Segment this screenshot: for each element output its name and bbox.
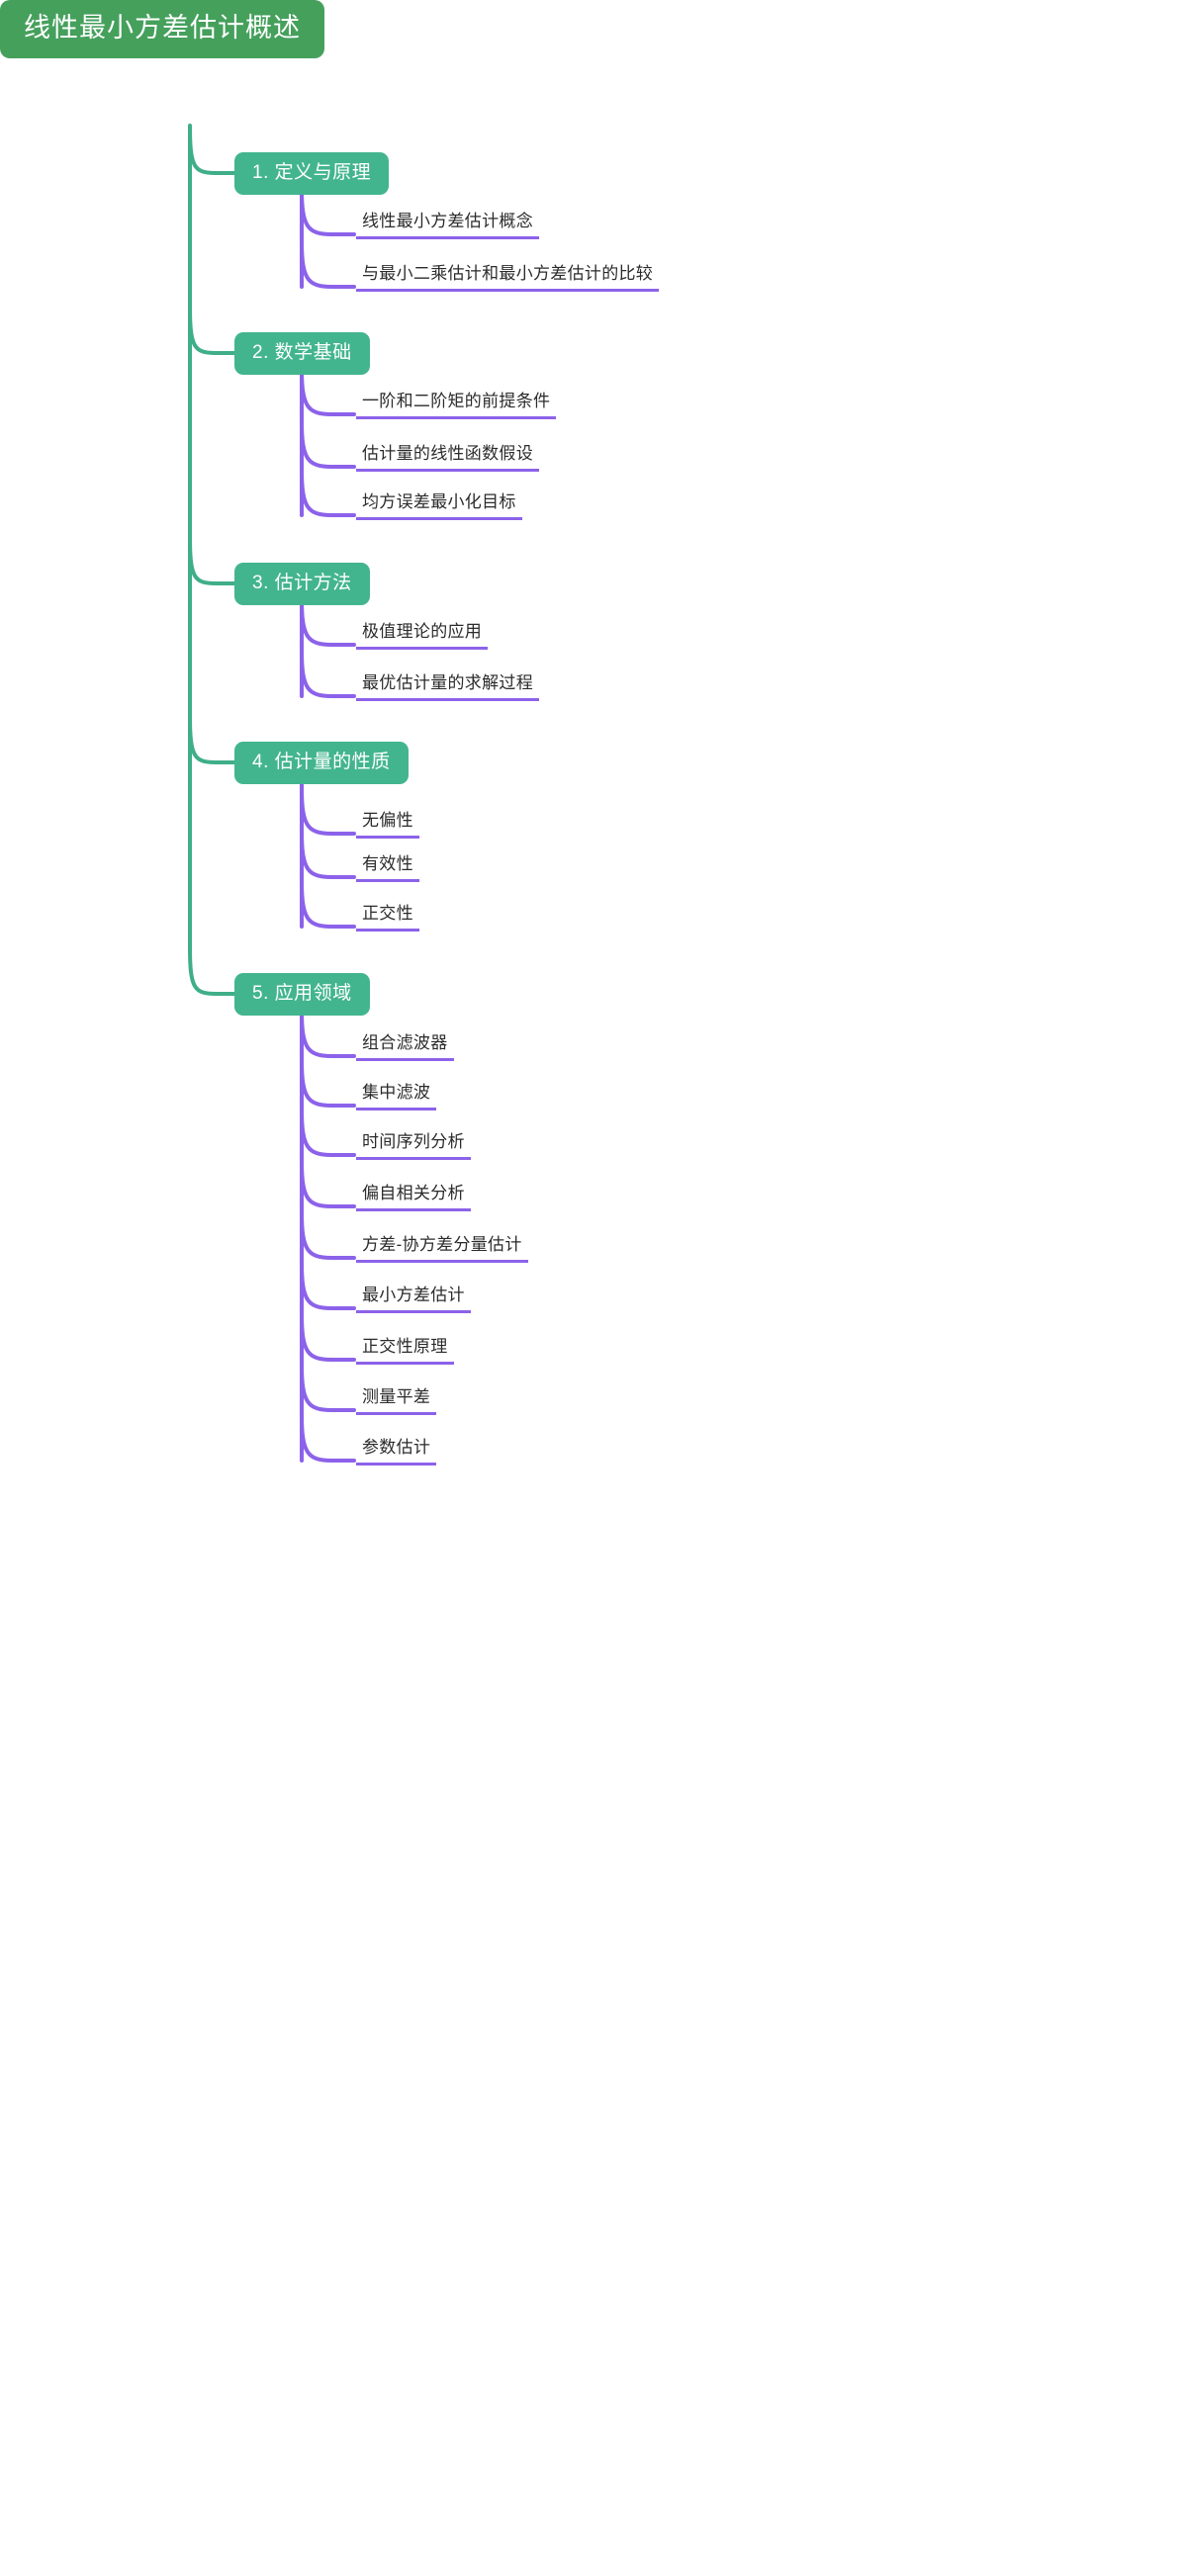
connector-path: [300, 786, 356, 836]
connector-path: [300, 1108, 356, 1157]
leaf-node-5-3[interactable]: 时间序列分析: [356, 1131, 471, 1160]
connector-path: [300, 367, 356, 416]
leaf-node-5-4[interactable]: 偏自相关分析: [356, 1183, 471, 1211]
leaf-node-4-2[interactable]: 有效性: [356, 853, 419, 882]
leaf-node-2-2[interactable]: 估计量的线性函数假设: [356, 443, 539, 472]
connector-path: [300, 1159, 356, 1208]
connector-path: [300, 830, 356, 879]
connector-path: [300, 597, 356, 647]
connector-path: [300, 187, 356, 236]
leaf-node-1-2[interactable]: 与最小二乘估计和最小方差估计的比较: [356, 263, 660, 292]
leaf-node-2-1[interactable]: 一阶和二阶矩的前提条件: [356, 391, 557, 419]
branch-node-1[interactable]: 1. 定义与原理: [234, 152, 390, 195]
root-node[interactable]: 线性最小方差估计概述: [0, 0, 324, 58]
connector-path: [300, 419, 356, 469]
connector-path: [188, 602, 236, 764]
leaf-node-3-2[interactable]: 最优估计量的求解过程: [356, 672, 539, 701]
branch-node-5[interactable]: 5. 应用领域: [234, 973, 370, 1016]
branch-connectors: [188, 124, 236, 996]
leaf-node-3-1[interactable]: 极值理论的应用: [356, 621, 489, 650]
leaf-node-5-5[interactable]: 方差-协方差分量估计: [356, 1234, 528, 1263]
connector-path: [300, 1261, 356, 1310]
leaf-node-5-2[interactable]: 集中滤波: [356, 1082, 437, 1110]
connector-path: [300, 239, 356, 289]
leaf-node-5-6[interactable]: 最小方差估计: [356, 1285, 471, 1313]
leaf-node-5-1[interactable]: 组合滤波器: [356, 1032, 454, 1061]
leaf-node-5-8[interactable]: 测量平差: [356, 1386, 437, 1415]
connector-path: [188, 125, 236, 175]
leaf-node-2-3[interactable]: 均方误差最小化目标: [356, 491, 522, 520]
connector-path: [300, 468, 356, 517]
leaf-connectors: [300, 187, 356, 1463]
connector-path: [300, 1009, 356, 1058]
connector-path: [188, 781, 236, 996]
leaf-node-4-3[interactable]: 正交性: [356, 903, 419, 932]
leaf-node-1-1[interactable]: 线性最小方差估计概念: [356, 211, 539, 239]
branch-node-3[interactable]: 3. 估计方法: [234, 563, 370, 605]
connector-path: [300, 1312, 356, 1362]
branch-node-2[interactable]: 2. 数学基础: [234, 332, 370, 375]
connector-path: [188, 372, 236, 585]
connector-path: [300, 1210, 356, 1260]
leaf-node-4-1[interactable]: 无偏性: [356, 810, 419, 839]
leaf-node-5-9[interactable]: 参数估计: [356, 1437, 437, 1466]
branch-node-4[interactable]: 4. 估计量的性质: [234, 742, 409, 784]
connector-path: [300, 1363, 356, 1412]
leaf-node-5-7[interactable]: 正交性原理: [356, 1336, 454, 1365]
connector-path: [300, 879, 356, 929]
connector-path: [300, 1413, 356, 1463]
connector-path: [300, 1058, 356, 1108]
connector-path: [300, 649, 356, 698]
connector-path: [188, 192, 236, 355]
